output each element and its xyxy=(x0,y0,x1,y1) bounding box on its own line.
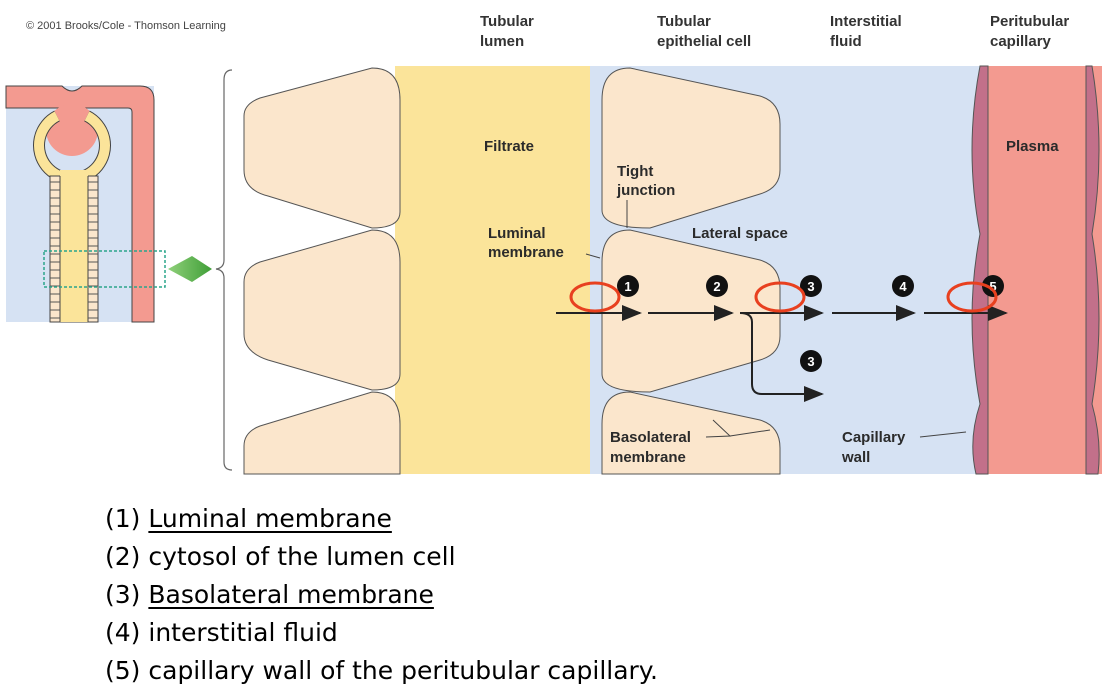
header-interstitial-fluid: Interstitial fluid xyxy=(830,13,902,50)
brace xyxy=(215,69,233,471)
answer-item: (2) cytosol of the lumen cell xyxy=(105,542,456,571)
luminal-leader xyxy=(585,253,601,259)
capillary-wall-right xyxy=(1085,65,1100,475)
label-plasma: Plasma xyxy=(1006,138,1059,155)
label-luminal-2: membrane xyxy=(488,244,564,261)
answer-item: (1) Luminal membrane xyxy=(105,504,392,533)
zoom-region-box xyxy=(43,250,166,288)
header-tubular-epithelial-cell: Tubular epithelial cell xyxy=(657,13,752,50)
label-tight-junction-1: Tight xyxy=(617,163,653,180)
peritubular-capillary-loop xyxy=(5,85,155,323)
label-capillary-wall-2: wall xyxy=(841,449,870,466)
svg-text:3: 3 xyxy=(807,279,814,294)
peritubular-capillary xyxy=(971,65,1102,475)
answer-item: (3) Basolateral membrane xyxy=(105,580,434,609)
capillary-wall-leader xyxy=(919,431,967,438)
step-marker-4 xyxy=(892,275,914,297)
label-basolateral-2: membrane xyxy=(610,449,686,466)
basolateral-leader xyxy=(705,419,771,438)
answer-item: (5) capillary wall of the peritubular ca… xyxy=(105,656,658,685)
label-luminal-1: Luminal xyxy=(488,225,546,242)
glomerulus xyxy=(46,104,98,156)
nephron-inset xyxy=(5,85,212,323)
label-tight-junction-2: junction xyxy=(616,182,675,199)
zoom-arrow-icon xyxy=(168,256,212,282)
step-marker-5 xyxy=(982,275,1004,297)
epithelial-cell-top xyxy=(601,67,781,229)
renal-transport-diagram: Filtrate Tight junction Luminal membrane… xyxy=(5,65,1102,475)
svg-text:3: 3 xyxy=(807,354,814,369)
label-lateral-space: Lateral space xyxy=(692,225,788,242)
step-marker-1 xyxy=(617,275,639,297)
tubular-epithelial-cells xyxy=(601,67,781,475)
label-basolateral-1: Basolateral xyxy=(610,429,691,446)
step-marker-2 xyxy=(706,275,728,297)
svg-text:5: 5 xyxy=(989,279,996,294)
highlight-basolateral-membrane xyxy=(754,281,806,313)
tubule-lumen xyxy=(60,170,88,322)
highlight-luminal-membrane xyxy=(569,281,621,313)
header-tubular-lumen: Tubular lumen xyxy=(480,13,534,50)
answer-list: (1) Luminal membrane (2) cytosol of the … xyxy=(105,500,658,690)
step-marker-3a xyxy=(800,275,822,297)
epithelial-cell-middle xyxy=(601,229,781,393)
label-capillary-wall-1: Capillary xyxy=(842,429,906,446)
highlight-ovals xyxy=(569,281,998,313)
step-markers: 1 2 3 3 4 5 xyxy=(617,275,1004,372)
epithelial-cell-bottom xyxy=(601,391,781,475)
label-filtrate: Filtrate xyxy=(484,138,534,155)
transport-arrows xyxy=(556,305,1008,402)
svg-text:4: 4 xyxy=(899,279,907,294)
step-marker-3b xyxy=(800,350,822,372)
answer-item: (4) interstitial fluid xyxy=(105,618,338,647)
highlight-capillary-wall xyxy=(946,281,998,313)
svg-text:1: 1 xyxy=(624,279,631,294)
copyright-notice: © 2001 Brooks/Cole - Thomson Learning xyxy=(26,20,226,32)
left-epithelial-cells xyxy=(243,67,401,475)
arrow-step-3b xyxy=(739,312,824,402)
header-peritubular-capillary: Peritubular capillary xyxy=(990,13,1070,50)
capillary-wall-left xyxy=(971,65,989,475)
svg-text:2: 2 xyxy=(713,279,720,294)
